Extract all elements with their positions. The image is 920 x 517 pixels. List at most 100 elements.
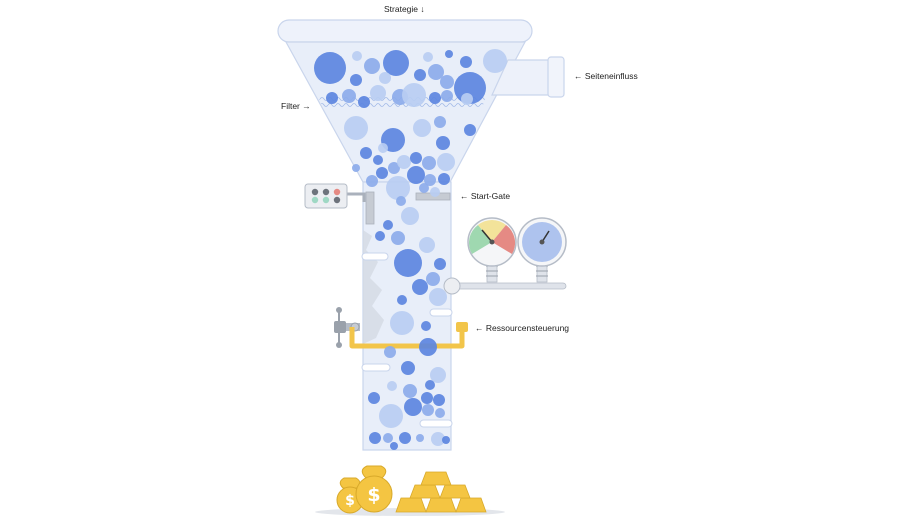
bubble — [326, 92, 338, 104]
bubble — [434, 258, 446, 270]
side-inflow-cap — [547, 56, 565, 98]
bubble — [401, 361, 415, 375]
bubble — [426, 272, 440, 286]
label-side-inflow: ← Seiteneinfluss — [574, 71, 638, 81]
bubble — [460, 56, 472, 68]
bubble — [360, 147, 372, 159]
bubble — [383, 220, 393, 230]
bubble — [416, 434, 424, 442]
bubble — [421, 321, 431, 331]
bubble — [390, 442, 398, 450]
bubble — [396, 196, 406, 206]
money-bag-icon: $ — [336, 477, 364, 514]
bubble — [429, 92, 441, 104]
bubble — [375, 231, 385, 241]
svg-text:$: $ — [345, 493, 355, 509]
bubble — [368, 392, 380, 404]
bubble — [378, 143, 388, 153]
control-connector — [346, 192, 366, 202]
bubble — [379, 72, 391, 84]
label-strategy: Strategie ↓ — [384, 4, 425, 14]
bubble — [399, 432, 411, 444]
valve-icon — [334, 307, 360, 348]
bubble — [445, 50, 453, 58]
bubble — [352, 51, 362, 61]
bubble — [425, 380, 435, 390]
control-box — [304, 183, 348, 209]
bubble — [401, 207, 419, 225]
bubble — [419, 183, 429, 193]
gold-bar-icon — [395, 471, 487, 513]
pressure-gauge-icon — [517, 217, 567, 283]
fin — [361, 363, 391, 372]
bubble — [344, 116, 368, 140]
bubble — [434, 116, 446, 128]
bubble — [358, 96, 370, 108]
bubble — [483, 49, 507, 73]
resource-control-pipe — [349, 327, 465, 349]
label-resource-control: ← Ressourcensteuerung — [475, 323, 570, 333]
pressure-gauge-icon — [467, 217, 517, 283]
bubble — [430, 187, 440, 197]
bubble — [461, 93, 473, 105]
bubble — [394, 249, 422, 277]
indicator-light-icon — [311, 188, 341, 204]
bubble — [402, 83, 426, 107]
bubble — [437, 153, 455, 171]
bubble — [429, 288, 447, 306]
bubble — [422, 156, 436, 170]
bubble — [428, 64, 444, 80]
bubble — [440, 75, 454, 89]
bubble — [464, 124, 476, 136]
bubble — [390, 311, 414, 335]
bubble — [407, 166, 425, 184]
bubble — [422, 404, 434, 416]
bubble — [430, 367, 446, 383]
start-gate-left — [365, 191, 375, 225]
bubble — [435, 408, 445, 418]
bubble — [391, 231, 405, 245]
bubble — [438, 173, 450, 185]
bubble — [433, 394, 445, 406]
bubble — [419, 237, 435, 253]
bubble — [384, 346, 396, 358]
bubble — [413, 119, 431, 137]
bubble — [379, 404, 403, 428]
funnel-rim — [277, 19, 533, 43]
bubble — [388, 162, 400, 174]
bubble — [442, 436, 450, 444]
pipe-joint — [443, 277, 461, 295]
resource-control-cap — [456, 322, 468, 332]
fin — [429, 308, 453, 317]
bubble — [421, 392, 433, 404]
bubble — [376, 167, 388, 179]
bubble — [414, 69, 426, 81]
bubble — [404, 398, 422, 416]
bubble — [419, 338, 437, 356]
bubble — [314, 52, 346, 84]
bubble — [423, 52, 433, 62]
bubble — [424, 174, 436, 186]
bubble — [410, 152, 422, 164]
bubble — [342, 89, 356, 103]
fin — [361, 252, 389, 261]
money-bag-icon: $ — [355, 465, 393, 513]
fin — [419, 419, 453, 428]
bubble — [370, 85, 386, 101]
bubble — [441, 90, 453, 102]
gauge-pipe — [447, 282, 567, 290]
bubble-group — [314, 49, 507, 450]
bubble — [369, 432, 381, 444]
bubble — [383, 50, 409, 76]
bubble — [397, 155, 411, 169]
label-filter: Filter → — [281, 101, 311, 111]
bubble — [412, 279, 428, 295]
label-start-gate: ← Start-Gate — [460, 191, 511, 201]
bubble — [436, 136, 450, 150]
bubble — [383, 433, 393, 443]
svg-text:$: $ — [367, 484, 380, 506]
bubble — [350, 74, 362, 86]
bubble — [364, 58, 380, 74]
